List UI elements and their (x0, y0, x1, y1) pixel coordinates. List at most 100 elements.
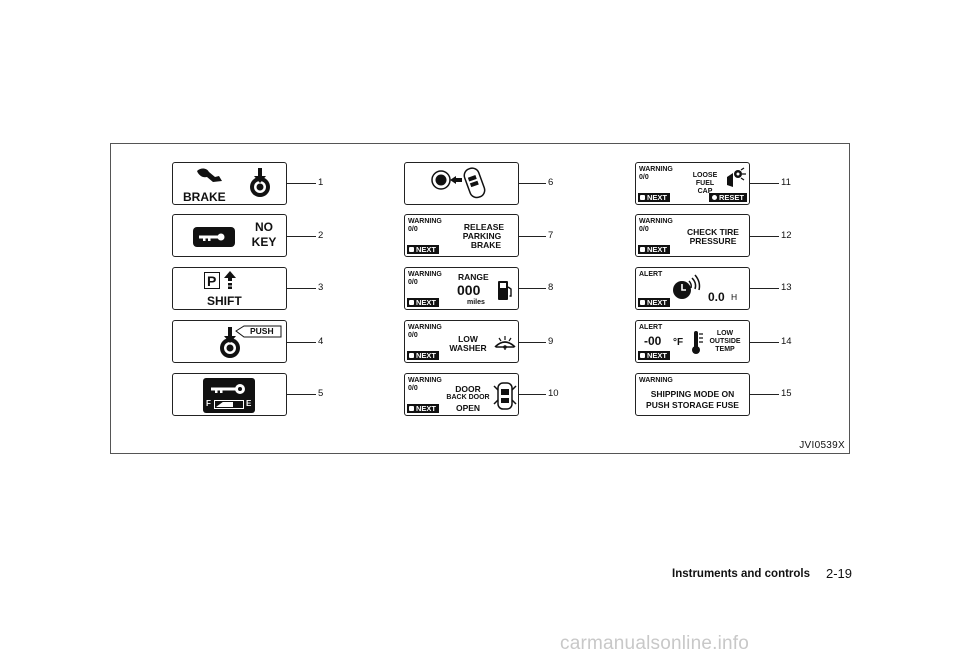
leader-line-13 (750, 288, 779, 289)
callout-number-1: 1 (318, 177, 324, 188)
panel-low-outside-temp: ALERT -00 °F LOW OUTSIDE TEMP NEXT (635, 320, 750, 363)
next-icon (409, 247, 414, 252)
fuel-cap-icon (727, 167, 746, 187)
car-door-icon (493, 382, 517, 410)
temp-unit: °F (673, 337, 684, 348)
next-button[interactable]: NEXT (638, 351, 671, 360)
leader-line-9 (519, 342, 546, 343)
parking-label: PARKING (462, 231, 502, 241)
leader-line-5 (287, 394, 316, 395)
callout-number-4: 4 (318, 336, 324, 347)
next-button[interactable]: NEXT (407, 351, 440, 360)
warning-label: WARNING (639, 166, 673, 173)
panel-push: PUSH (172, 320, 287, 363)
check-tire-label: CHECK TIRE (687, 227, 739, 237)
low-label: LOW (716, 330, 734, 337)
leader-line-1 (287, 183, 316, 184)
battery-full-label: F (206, 399, 211, 408)
key-label: KEY (251, 235, 277, 249)
next-button[interactable]: NEXT (407, 298, 440, 307)
panel-release-parking-brake: WARNING 0/0 RELEASE PARKING BRAKE NEXT (404, 214, 519, 257)
fuel-pump-icon (498, 281, 512, 300)
next-button[interactable]: NEXT (407, 404, 440, 413)
battery-gauge (214, 400, 244, 409)
intelligent-key-icon (431, 167, 486, 199)
timer-value: 0.0 (708, 290, 725, 304)
panel-brake: BRAKE (172, 162, 287, 205)
leader-line-11 (750, 183, 779, 184)
next-icon (640, 195, 645, 200)
battery-empty-label: E (246, 399, 252, 408)
next-icon (409, 406, 414, 411)
next-button[interactable]: NEXT (638, 193, 671, 202)
temp-value: -00 (644, 334, 662, 348)
footer-section-title: Instruments and controls (672, 568, 811, 580)
alert-label: ALERT (639, 271, 663, 278)
ignition-push-icon (220, 327, 240, 358)
panel-shift: P SHIFT (172, 267, 287, 310)
panel-door-open: WARNING 0/0 DOOR BACK DOOR OPEN NEXT (404, 373, 519, 416)
fuel-label: FUEL (695, 180, 715, 187)
temp-label: TEMP (715, 346, 735, 353)
thermometer-icon (692, 331, 703, 354)
leader-line-10 (519, 394, 546, 395)
reset-icon (711, 195, 717, 200)
washer-label: WASHER (449, 343, 487, 353)
next-icon (409, 353, 414, 358)
callout-number-10: 10 (548, 388, 559, 399)
leader-line-3 (287, 288, 316, 289)
panel-loose-fuel-cap: WARNING 0/0 LOOSE FUEL CAP NEXT RESET (635, 162, 750, 205)
warning-count: 0/0 (408, 332, 418, 339)
indicator-figure: BRAKE 1 NO KEY 2 P SHIFT 3 (110, 143, 850, 454)
warning-label: WARNING (639, 377, 673, 384)
release-label: RELEASE (463, 222, 505, 232)
next-button[interactable]: NEXT (407, 245, 440, 254)
next-icon (409, 300, 414, 305)
warning-count: 0/0 (639, 174, 649, 181)
warning-label: WARNING (639, 218, 673, 225)
warning-label: WARNING (408, 377, 442, 384)
power-button-icon (250, 168, 270, 197)
push-label: PUSH (250, 326, 274, 336)
key-battery-icon: F E (203, 378, 255, 413)
timer-unit: H (731, 292, 738, 302)
callout-number-8: 8 (548, 282, 554, 293)
alert-label: ALERT (639, 324, 663, 331)
range-value: 000 (457, 282, 481, 298)
timer-clock-icon (673, 274, 701, 299)
next-button[interactable]: NEXT (638, 245, 671, 254)
park-box: P (204, 272, 220, 289)
loose-label: LOOSE (692, 172, 718, 179)
callout-number-12: 12 (781, 230, 792, 241)
reset-button[interactable]: RESET (708, 193, 747, 202)
warning-label: WARNING (408, 271, 442, 278)
callout-number-2: 2 (318, 230, 324, 241)
no-label: NO (255, 220, 273, 234)
panel-alert-timer: ALERT 0.0 H NEXT (635, 267, 750, 310)
leader-line-12 (750, 236, 779, 237)
warning-count: 0/0 (639, 226, 649, 233)
brake-warning-icon (197, 168, 222, 182)
figure-id: JVI0539X (799, 440, 845, 451)
leader-line-15 (750, 394, 779, 395)
callout-number-5: 5 (318, 388, 324, 399)
leader-line-7 (519, 236, 546, 237)
key-icon (193, 227, 235, 247)
next-icon (640, 353, 645, 358)
park-letter: P (207, 273, 217, 289)
leader-line-4 (287, 342, 316, 343)
shift-arrow-icon (224, 271, 236, 289)
callout-number-3: 3 (318, 282, 324, 293)
next-button[interactable]: NEXT (638, 298, 671, 307)
range-label: RANGE (458, 272, 489, 282)
callout-number-15: 15 (781, 388, 792, 399)
callout-number-11: 11 (781, 177, 791, 188)
callout-number-14: 14 (781, 336, 792, 347)
callout-number-6: 6 (548, 177, 554, 188)
panel-no-key: NO KEY (172, 214, 287, 257)
leader-line-6 (519, 183, 546, 184)
door-label: DOOR (455, 384, 481, 394)
brake-label: BRAKE (183, 190, 226, 204)
washer-icon (494, 336, 516, 350)
panel-range: WARNING 0/0 RANGE 000 miles NEXT (404, 267, 519, 310)
